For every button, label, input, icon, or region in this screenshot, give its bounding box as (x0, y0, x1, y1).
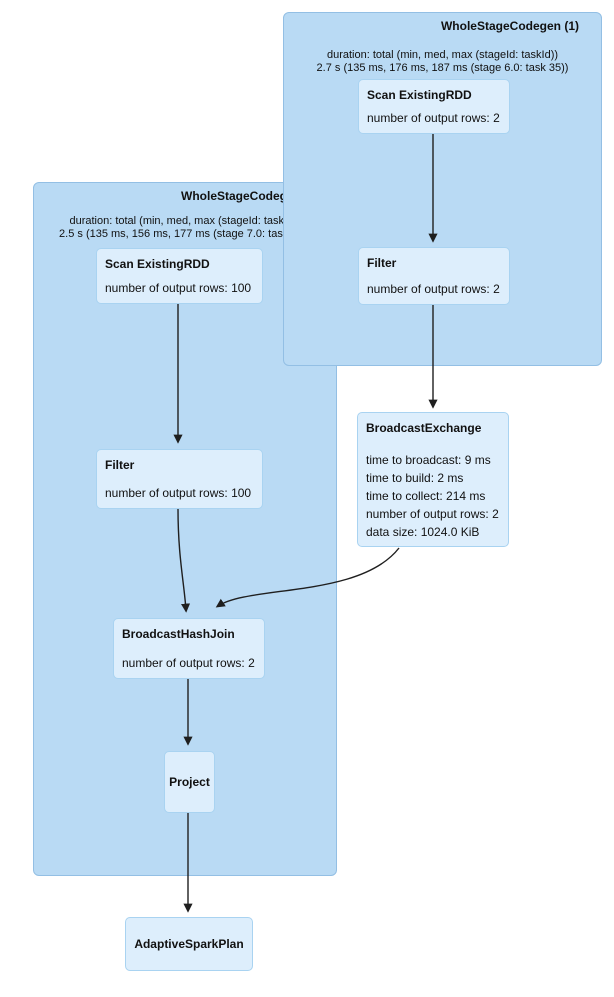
node-broadcastexchange[interactable]: BroadcastExchange time to broadcast: 9 m… (357, 412, 509, 547)
node-metrics: time to broadcast: 9 ms time to build: 2… (366, 451, 500, 541)
node-metric: number of output rows: 2 (366, 507, 499, 521)
node-project[interactable]: Project (164, 751, 215, 813)
cluster-wholestagecodegen-1: WholeStageCodegen (1) duration: total (m… (283, 12, 602, 366)
node-adaptivesparkplan[interactable]: AdaptiveSparkPlan (125, 917, 253, 971)
cluster-duration: duration: total (min, med, max (stageId:… (284, 49, 601, 75)
node-metric: time to broadcast: 9 ms (366, 453, 491, 467)
node-metric: time to collect: 214 ms (366, 489, 486, 503)
node-filter-2[interactable]: Filter number of output rows: 100 (96, 449, 263, 509)
node-scan-existingrdd-1[interactable]: Scan ExistingRDD number of output rows: … (358, 79, 510, 134)
cluster-duration-line1: duration: total (min, med, max (stageId:… (326, 49, 559, 61)
node-title: Scan ExistingRDD (367, 88, 472, 102)
cluster-duration-line2: 2.7 s (135 ms, 176 ms, 187 ms (stage 6.0… (316, 62, 569, 74)
node-title: Project (169, 775, 210, 789)
node-metric: number of output rows: 2 (122, 656, 255, 670)
node-title: BroadcastExchange (366, 421, 482, 435)
node-title: Filter (367, 256, 397, 270)
cluster-duration-line2: 2.5 s (135 ms, 156 ms, 177 ms (stage 7.0… (59, 228, 311, 240)
cluster-duration-line1: duration: total (min, med, max (stageId:… (69, 215, 301, 227)
node-title: Scan ExistingRDD (105, 257, 210, 271)
node-title: Filter (105, 458, 135, 472)
node-title: BroadcastHashJoin (122, 627, 235, 641)
node-metric: number of output rows: 100 (105, 281, 252, 295)
node-scan-existingrdd-2[interactable]: Scan ExistingRDD number of output rows: … (96, 248, 263, 304)
node-metric: number of output rows: 100 (105, 486, 252, 500)
node-metric: number of output rows: 2 (367, 111, 500, 125)
node-filter-1[interactable]: Filter number of output rows: 2 (358, 247, 510, 305)
node-metric: data size: 1024.0 KiB (366, 525, 480, 539)
node-broadcasthashjoin[interactable]: BroadcastHashJoin number of output rows:… (113, 618, 265, 679)
cluster-title: WholeStageCodegen (1) (440, 19, 579, 33)
node-title: AdaptiveSparkPlan (134, 937, 244, 951)
node-metric: number of output rows: 2 (367, 282, 500, 296)
node-metric: time to build: 2 ms (366, 471, 464, 485)
cluster-duration: duration: total (min, med, max (stageId:… (34, 215, 336, 241)
